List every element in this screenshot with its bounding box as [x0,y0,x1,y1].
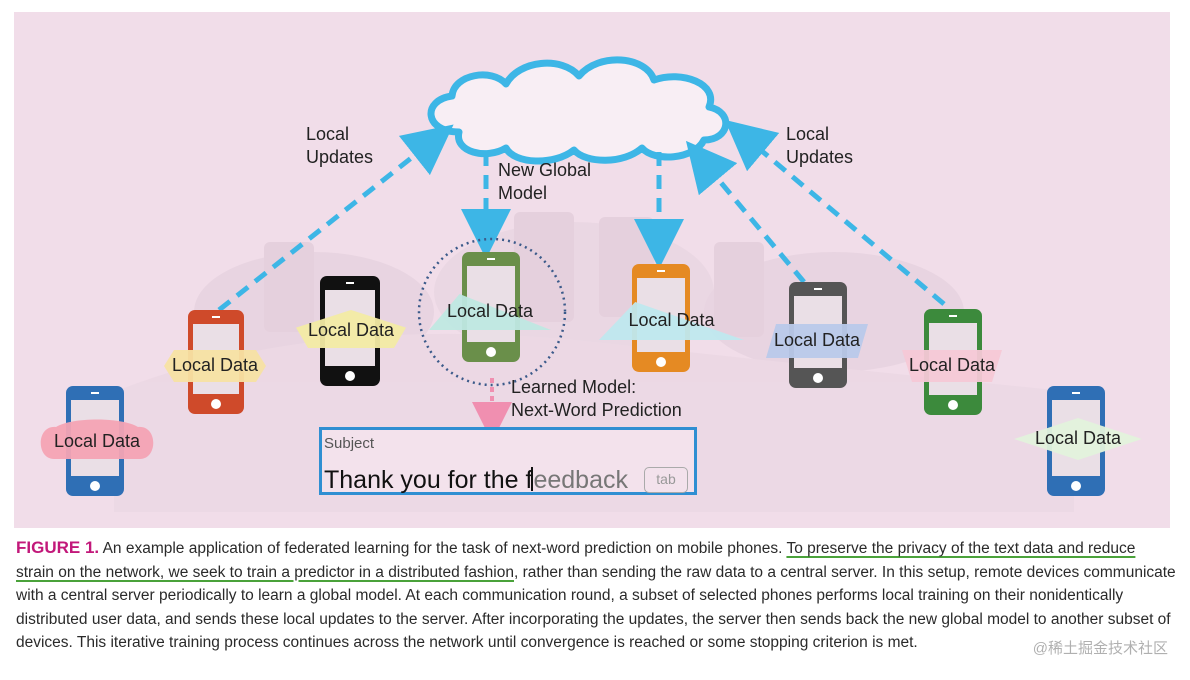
caption-lead: An example application of federated lear… [99,540,787,557]
subject-input-text: Thank you for the feedback [324,466,628,495]
selected-phone-circle [417,237,567,387]
local-data-badge-shape [766,324,868,358]
phone-speaker [814,288,822,290]
local-updates-left-line1: Local [306,124,350,144]
phone-home-button [486,347,496,357]
local-data-label-2: Local Data [171,355,259,375]
phone-5 [599,264,744,372]
local-data-badge-shape [1014,418,1142,460]
phone-home-button [813,373,823,383]
phone-home-button [656,357,666,367]
update-arrows [217,119,946,312]
watermark: @稀土掘金技术社区 [1032,640,1168,657]
local-updates-right-line2: Updates [786,147,854,167]
new-global-model-line1: New Global [498,160,592,180]
local-data-badge-shape [164,350,266,382]
phone-speaker [1072,392,1080,394]
cloud-server-icon [427,56,730,165]
suggested-completion: eedback [533,466,628,494]
phone-1 [40,386,154,496]
local-data-label-3: Local Data [307,320,395,340]
phone-home-button [1071,481,1081,491]
local-data-badge-shape [902,350,1002,382]
text-caret [531,467,534,491]
subject-text-box[interactable]: Subject Thank you for the feedback tab [319,427,697,495]
typed-text: Thank you for the f [324,466,533,494]
phone-speaker [346,282,354,284]
local-data-label-5: Local Data [628,310,715,330]
local-updates-right-label: Local Updates [786,123,853,169]
local-updates-left-label: Local Updates [306,123,373,169]
learned-model-line2: Next-Word Prediction [511,400,682,420]
local-data-badge-shape [40,419,154,459]
local-data-badge-shape [296,310,406,348]
phone-home-button [211,399,221,409]
phone-6 [766,282,868,388]
phone-7 [902,309,1002,415]
phone-speaker [487,258,495,260]
phone-home-button [948,400,958,410]
learned-model-label: Learned Model: Next-Word Prediction [511,376,682,422]
caption-rest: , rather than sending the raw data to a … [16,563,1176,652]
phone-speaker [212,316,220,318]
phone-2 [164,310,266,414]
phone-speaker [91,392,99,394]
phone-speaker [949,315,957,317]
local-updates-left-line2: Updates [306,147,374,167]
federated-learning-diagram: Local Updates Local Updates New Global M… [14,12,1170,528]
caption-label: FIGURE 1. [16,538,100,557]
learned-model-line1: Learned Model: [511,377,637,397]
local-data-label-1: Local Data [53,431,141,451]
new-global-model-label: New Global Model [498,159,591,205]
local-data-label-4: Local Data [446,301,534,321]
phone-home-button [90,481,100,491]
phones-layer [40,252,1142,496]
local-updates-right-line1: Local [786,124,830,144]
phone-home-button [345,371,355,381]
figure-caption: FIGURE 1. An example application of fede… [16,536,1176,655]
phone-speaker [657,270,665,272]
local-data-label-6: Local Data [773,330,861,350]
local-data-badge-shape [429,294,551,330]
tab-key-hint: tab [644,467,688,493]
local-data-badge-shape [599,302,744,340]
subject-label: Subject [324,435,375,452]
phone-3 [296,276,406,386]
arrow-update-phone7 [724,119,946,306]
new-global-model-line2: Model [498,183,548,203]
caption-highlighted: To preserve the privacy of the text data… [16,540,1136,581]
local-data-label-8: Local Data [1034,428,1122,448]
phone-8 [1014,386,1142,496]
local-data-label-7: Local Data [908,355,996,375]
arrow-update-phone6 [685,140,806,284]
phone-4 [429,252,551,362]
